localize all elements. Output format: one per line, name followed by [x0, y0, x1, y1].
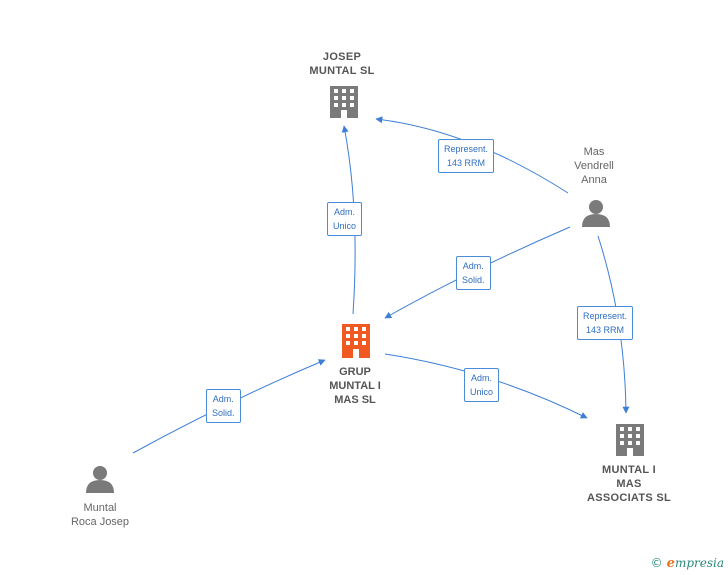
person-icon[interactable] — [86, 466, 114, 493]
edge-label-represent: Represent. 143 RRM — [577, 306, 634, 340]
copyright-icon: © — [650, 556, 663, 570]
building-icon[interactable] — [330, 86, 358, 118]
edge-label-represent: Represent. 143 RRM — [438, 139, 495, 173]
node-label-josep-muntal[interactable]: JOSEP MUNTAL SL — [309, 51, 375, 77]
edge-label-adm-unico: Adm. Unico — [327, 202, 363, 236]
edge-label-adm-solid: Adm. Solid. — [206, 389, 241, 423]
person-icon[interactable] — [582, 200, 610, 227]
brand-footer[interactable]: ©empresia — [651, 556, 724, 571]
edge-label-adm-unico: Adm. Unico — [464, 368, 500, 402]
brand-logo-text: mpresia — [674, 556, 724, 570]
edge-label-adm-solid: Adm. Solid. — [456, 256, 491, 290]
node-label-muntal-roca[interactable]: Muntal Roca Josep — [70, 502, 130, 528]
brand-logo-initial: e — [666, 556, 675, 571]
building-icon[interactable] — [342, 324, 370, 358]
node-label-grup-muntal[interactable]: GRUP MUNTAL I MAS SL — [329, 366, 381, 406]
node-label-muntal-associats[interactable]: MUNTAL I MAS ASSOCIATS SL — [586, 464, 672, 504]
node-label-mas-vendrell[interactable]: Mas Vendrell Anna — [574, 146, 614, 186]
building-icon[interactable] — [616, 424, 644, 456]
